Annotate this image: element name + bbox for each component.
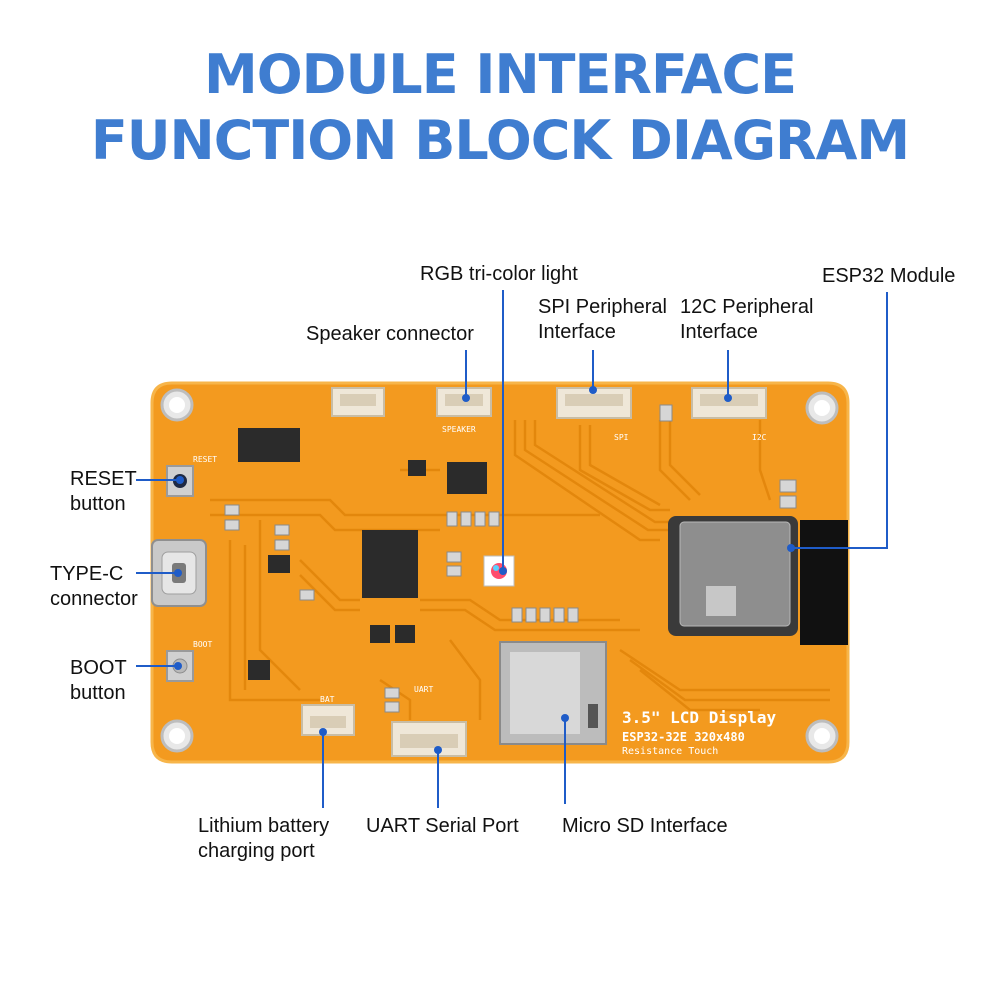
chip-speaker-amp [447, 462, 487, 494]
label-uart-port: UART Serial Port [366, 815, 519, 837]
silk-speaker: SPEAKER [442, 425, 476, 434]
label-boot-line2: button [70, 682, 126, 704]
silk-boot: BOOT [193, 640, 212, 649]
label-battery-line1: Lithium battery [198, 815, 330, 837]
connector-top-1 [331, 387, 385, 417]
microsd-slot-part [499, 641, 607, 745]
passive-components [224, 404, 797, 713]
label-i2c-line1: 12C Peripheral [680, 296, 814, 318]
chip-top-left [238, 428, 300, 462]
chip-small-3 [248, 660, 270, 680]
label-spi-line2: Interface [538, 321, 616, 343]
chip-small-2 [268, 555, 290, 573]
label-esp32-module: ESP32 Module [822, 265, 956, 287]
chip-small-1 [408, 460, 426, 476]
title-line-1: MODULE INTERFACE [203, 43, 797, 106]
esp32-module-part [668, 516, 798, 636]
label-reset-line1: RESET [70, 468, 137, 490]
silk-uart: UART [414, 685, 433, 694]
speaker-connector [436, 387, 492, 417]
battery-connector [301, 704, 355, 736]
silk-bat: BAT [320, 695, 335, 704]
mounting-holes [160, 388, 839, 753]
label-i2c-line2: Interface [680, 321, 758, 343]
silk-i2c: I2C [752, 433, 767, 442]
uart-connector [391, 721, 467, 757]
label-battery-line2: charging port [198, 840, 315, 862]
lcd-ribbon-connector [800, 520, 848, 645]
silk-reset: RESET [193, 455, 217, 464]
label-microsd: Micro SD Interface [562, 815, 728, 837]
label-speaker-connector: Speaker connector [306, 323, 474, 345]
chip-usb-uart [362, 530, 418, 598]
silk-display-name: 3.5" LCD Display [622, 708, 776, 727]
title-line-2: FUNCTION BLOCK DIAGRAM [90, 109, 910, 172]
label-reset-line2: button [70, 493, 126, 515]
label-rgb-light: RGB tri-color light [420, 263, 578, 285]
chip-small-5 [395, 625, 415, 643]
chip-small-4 [370, 625, 390, 643]
silk-model: ESP32-32E 320x480 [622, 730, 745, 744]
label-spi-line1: SPI Peripheral [538, 296, 667, 318]
leader-lines [136, 290, 888, 808]
label-boot-line1: BOOT [70, 657, 127, 679]
silk-touch: Resistance Touch [622, 746, 718, 757]
label-typec-line2: connector [50, 588, 138, 610]
label-typec-line1: TYPE-C [50, 563, 124, 585]
silk-spi: SPI [614, 433, 629, 442]
